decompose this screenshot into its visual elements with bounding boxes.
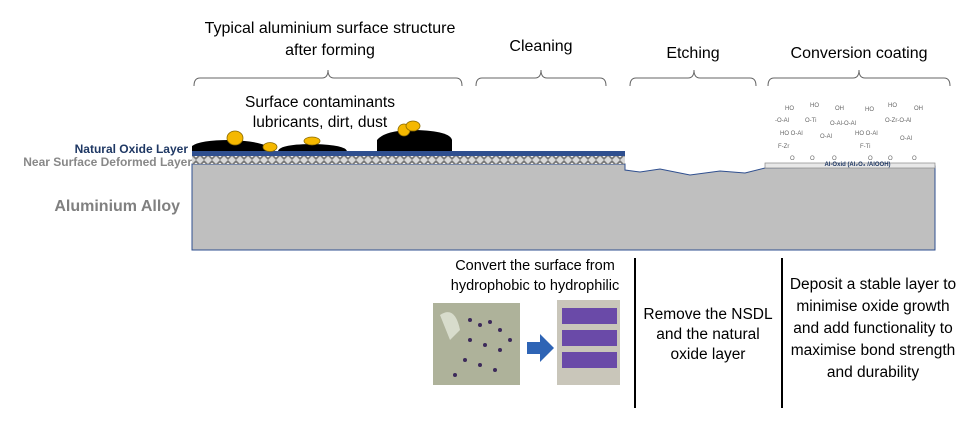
contaminant-particle xyxy=(262,142,278,152)
svg-text:HO: HO xyxy=(865,107,874,113)
etching-title: Etching xyxy=(666,45,720,62)
contaminant-film xyxy=(278,144,347,151)
svg-text:HO: HO xyxy=(810,103,819,109)
contaminant-particle xyxy=(405,120,421,132)
oxide-label: Al-Oxid (Al₂O₃ /AlOOH) xyxy=(824,162,891,168)
contaminants-label: Surface contaminants lubricants, dirt, d… xyxy=(245,94,395,131)
svg-text:O: O xyxy=(832,156,837,162)
etching-description: Remove the NSDL and the natural oxide la… xyxy=(643,306,773,363)
conversion-description: Deposit a stable layer to minimise oxide… xyxy=(789,276,957,381)
svg-text:F-Zr: F-Zr xyxy=(778,144,789,150)
contaminant-particle xyxy=(226,130,244,146)
hydrophobic-sample-photo xyxy=(433,303,520,385)
conversion-title: Conversion coating xyxy=(790,45,928,62)
svg-text:HO: HO xyxy=(785,106,794,112)
bracket-forming xyxy=(193,69,463,87)
svg-text:O-Al: O-Al xyxy=(820,134,832,140)
svg-text:O-Al-O-Al: O-Al-O-Al xyxy=(830,121,856,127)
contaminant-particle xyxy=(303,136,321,146)
hydrophilic-sample-photo xyxy=(557,300,620,385)
nsdl-label: Near Surface Deformed Layer xyxy=(23,155,192,169)
svg-text:HO O-Al: HO O-Al xyxy=(780,131,803,137)
bracket-cleaning xyxy=(475,69,607,87)
natural-oxide-layer xyxy=(192,151,625,156)
bracket-conversion xyxy=(767,69,951,87)
svg-text:O: O xyxy=(912,156,917,162)
conversion-coating-layer xyxy=(764,162,936,169)
arrow-icon xyxy=(527,334,554,362)
svg-text:O-Al: O-Al xyxy=(900,136,912,142)
contaminant-film xyxy=(192,140,275,151)
svg-text:O: O xyxy=(810,156,815,162)
forming-title: Typical aluminium surface structure afte… xyxy=(204,20,456,59)
svg-text:OH: OH xyxy=(835,106,844,112)
natural-oxide-layer-label: Natural Oxide Layer xyxy=(74,142,188,156)
svg-text:F-Ti: F-Ti xyxy=(860,144,870,150)
aluminium-alloy-label: Aluminium Alloy xyxy=(54,198,180,215)
svg-text:-O-Al: -O-Al xyxy=(775,118,789,124)
cleaning-title: Cleaning xyxy=(509,38,573,55)
svg-text:O-Ti: O-Ti xyxy=(805,118,816,124)
svg-text:HO: HO xyxy=(888,103,897,109)
svg-text:OH: OH xyxy=(914,106,923,112)
svg-text:O: O xyxy=(790,156,795,162)
bracket-etching xyxy=(629,69,757,87)
svg-text:O: O xyxy=(868,156,873,162)
cleaning-description: Convert the surface from hydrophobic to … xyxy=(450,258,620,294)
svg-text:O-Zr-O-Al: O-Zr-O-Al xyxy=(885,118,911,124)
contaminant-film xyxy=(377,130,452,151)
svg-text:O: O xyxy=(888,156,893,162)
aluminium-alloy-block xyxy=(191,163,936,251)
nsdl-layer xyxy=(192,156,625,164)
svg-text:HO O-Al: HO O-Al xyxy=(855,131,878,137)
